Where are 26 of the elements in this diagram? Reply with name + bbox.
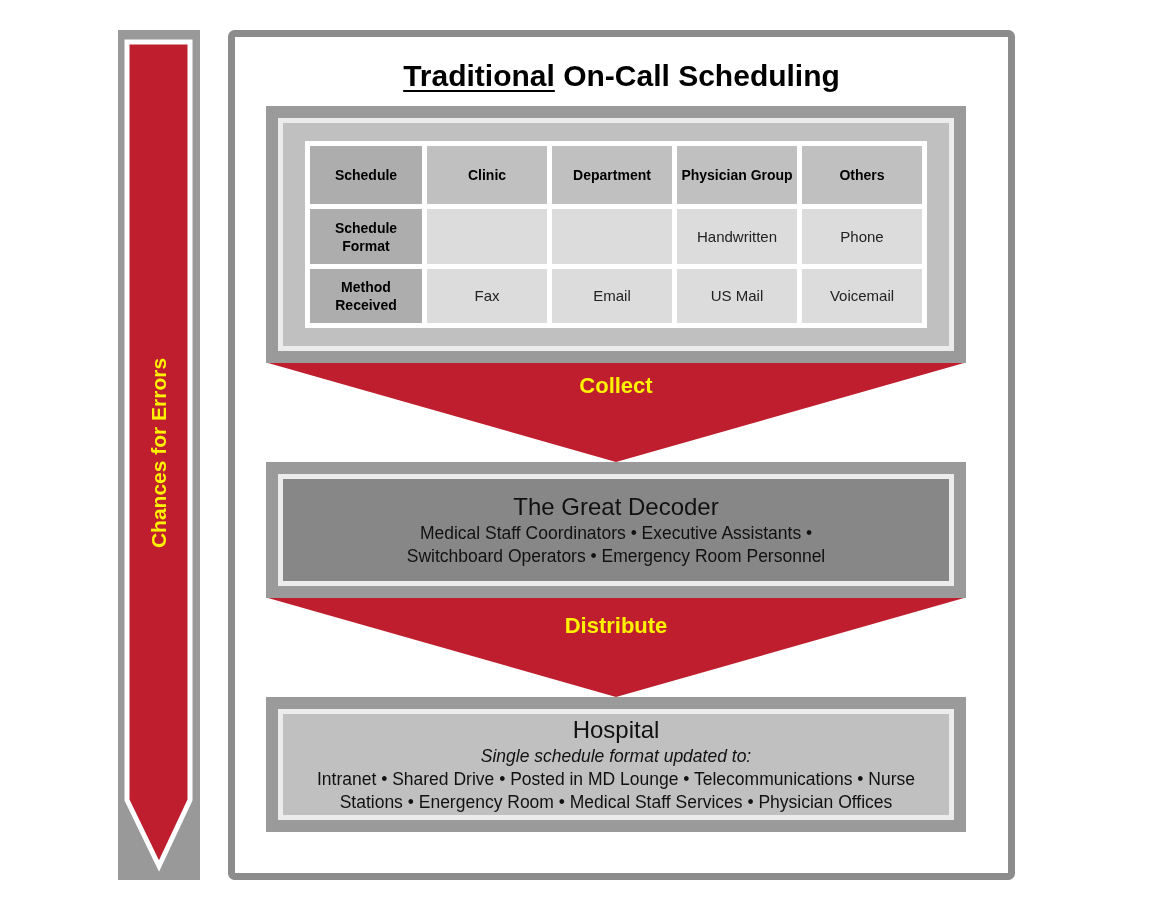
diagram-title: Traditional On-Call Scheduling bbox=[403, 58, 840, 94]
chevron-arrow bbox=[268, 598, 964, 697]
row-header-cell: Schedule Format bbox=[310, 209, 422, 264]
column-header-cell: Department bbox=[552, 146, 672, 204]
chevron-arrow bbox=[268, 363, 964, 462]
panel-box bbox=[266, 106, 966, 363]
data-cell: Phone bbox=[802, 209, 922, 264]
process-box bbox=[266, 462, 966, 598]
node-subtitle: Single schedule format updated to: bbox=[480, 745, 752, 768]
column-header-cell: Others bbox=[802, 146, 922, 204]
column-header-cell: Clinic bbox=[427, 146, 547, 204]
process-box bbox=[266, 697, 966, 832]
data-cell: Email bbox=[552, 269, 672, 323]
node-description: Medical Staff Coordinators • Executive Assistants • Switchboard Operators • Emergency Room Personnel bbox=[405, 522, 827, 568]
data-cell: Voicemail bbox=[802, 269, 922, 323]
data-cell: Fax bbox=[427, 269, 547, 323]
data-cell: Handwritten bbox=[677, 209, 797, 264]
column-header-cell: Schedule bbox=[310, 146, 422, 204]
row-header-cell: Method Received bbox=[310, 269, 422, 323]
node-heading: The Great Decoder bbox=[513, 492, 719, 522]
node-description: Intranet • Shared Drive • Posted in MD Lounge • Telecommunications • Nurse Stations • Energency Room • Medical Staff Services • Physician Offices bbox=[315, 768, 917, 814]
band-label: Chances for Errors bbox=[147, 358, 171, 549]
data-cell: US Mail bbox=[677, 269, 797, 323]
node-heading: Hospital bbox=[572, 715, 660, 745]
down-arrow-band bbox=[118, 30, 200, 880]
column-header-cell: Physician Group bbox=[677, 146, 797, 204]
